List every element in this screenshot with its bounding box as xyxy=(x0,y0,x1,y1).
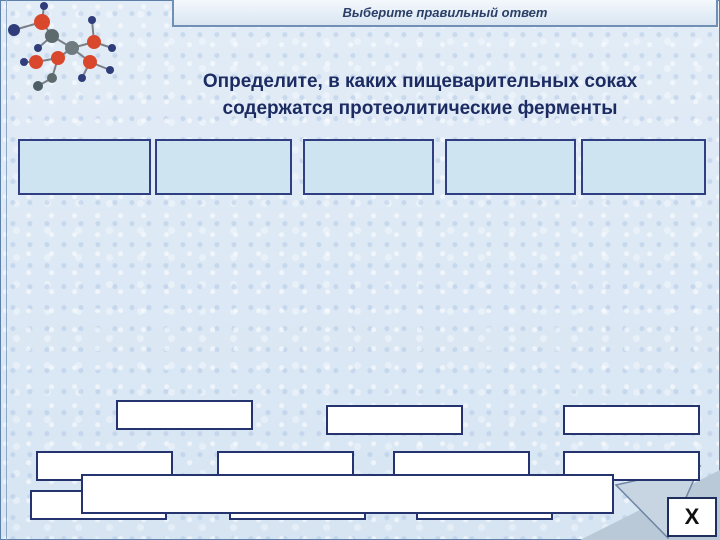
question-line-2: содержатся протеолитические ферменты xyxy=(222,98,618,119)
header-title: Выберите правильный ответ xyxy=(342,5,548,20)
close-button[interactable]: X xyxy=(667,497,717,537)
option-card-1[interactable] xyxy=(116,400,253,430)
molecule-logo-icon xyxy=(8,2,116,91)
feedback-panel xyxy=(81,474,614,514)
answer-slot-1[interactable] xyxy=(18,139,151,195)
close-button-label: X xyxy=(684,504,700,529)
answer-slot-2[interactable] xyxy=(155,139,292,195)
header-bar: Выберите правильный ответ xyxy=(172,0,718,27)
answer-slot-4[interactable] xyxy=(445,139,576,195)
question-text: Определите, в каких пищеварительных сока… xyxy=(130,68,710,122)
option-card-2[interactable] xyxy=(326,405,463,435)
answer-slot-5[interactable] xyxy=(581,139,706,195)
answer-slot-3[interactable] xyxy=(303,139,434,195)
question-line-1: Определите, в каких пищеварительных сока… xyxy=(202,71,638,92)
left-margin-line xyxy=(6,0,7,540)
option-card-3[interactable] xyxy=(563,405,700,435)
